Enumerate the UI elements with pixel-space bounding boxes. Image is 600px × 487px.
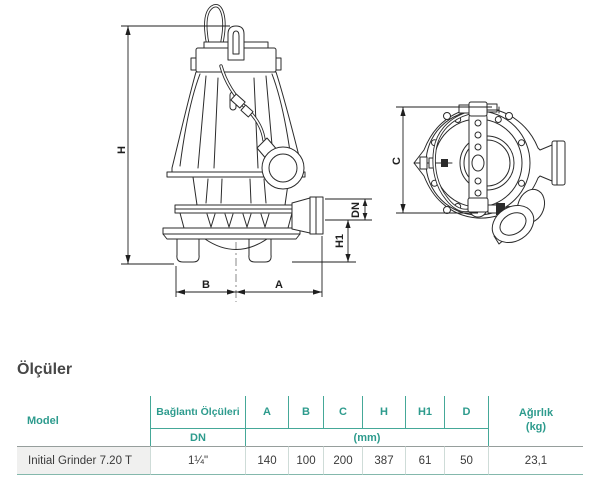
dim-label-c: C	[391, 157, 403, 165]
bottom-clamp	[467, 197, 489, 213]
cell-a: 140	[245, 446, 288, 475]
volute	[179, 212, 293, 229]
cable-clamp	[230, 93, 246, 109]
col-header-c: C	[323, 396, 362, 429]
dim-label-h: H	[116, 146, 128, 154]
cell-h1: 61	[405, 446, 444, 475]
col-header-h: H	[362, 396, 405, 429]
cell-h: 387	[362, 446, 405, 475]
col-header-weight: Ağırlık (kg)	[488, 396, 583, 446]
right-foot	[248, 238, 272, 263]
cell-model: Initial Grinder 7.20 T	[17, 446, 150, 475]
top-clamp	[468, 101, 488, 117]
dim-label-b: B	[202, 279, 210, 291]
col-subheader-dn: DN	[150, 429, 245, 446]
cell-c: 200	[323, 446, 362, 475]
outlet-throat	[291, 197, 311, 234]
cell-dn: 1¼"	[150, 446, 245, 475]
col-subheader-mm: (mm)	[245, 429, 488, 446]
left-foot	[176, 238, 200, 263]
col-header-a: A	[245, 396, 288, 429]
col-header-h1: H1	[405, 396, 444, 429]
section-title: Ölçüler	[17, 361, 73, 378]
weight-label: Ağırlık	[518, 407, 554, 420]
outlet-flange-top	[551, 140, 566, 186]
dimensions-table: Model Bağlantı Ölçüleri A B C H H1 D Ağı…	[17, 396, 583, 475]
dim-label-a: A	[275, 279, 283, 291]
weight-unit: (kg)	[525, 421, 547, 433]
col-header-d: D	[444, 396, 488, 429]
front-view-drawing	[162, 4, 324, 302]
cell-weight: 23,1	[488, 446, 583, 475]
col-header-b: B	[288, 396, 323, 429]
cable-clamp	[240, 104, 254, 118]
cell-d: 50	[444, 446, 488, 475]
cell-b: 100	[288, 446, 323, 475]
dimension-annotations: H B A DN H1 C	[116, 25, 492, 297]
top-view-drawing	[413, 101, 566, 245]
col-header-model: Model	[27, 415, 59, 427]
float-switch	[261, 146, 305, 190]
pump-technical-drawing: H B A DN H1 C	[116, 4, 566, 302]
dim-label-dn: DN	[350, 202, 362, 218]
col-header-connection: Bağlantı Ölçüleri	[150, 396, 245, 429]
dim-label-h1: H1	[334, 234, 346, 248]
